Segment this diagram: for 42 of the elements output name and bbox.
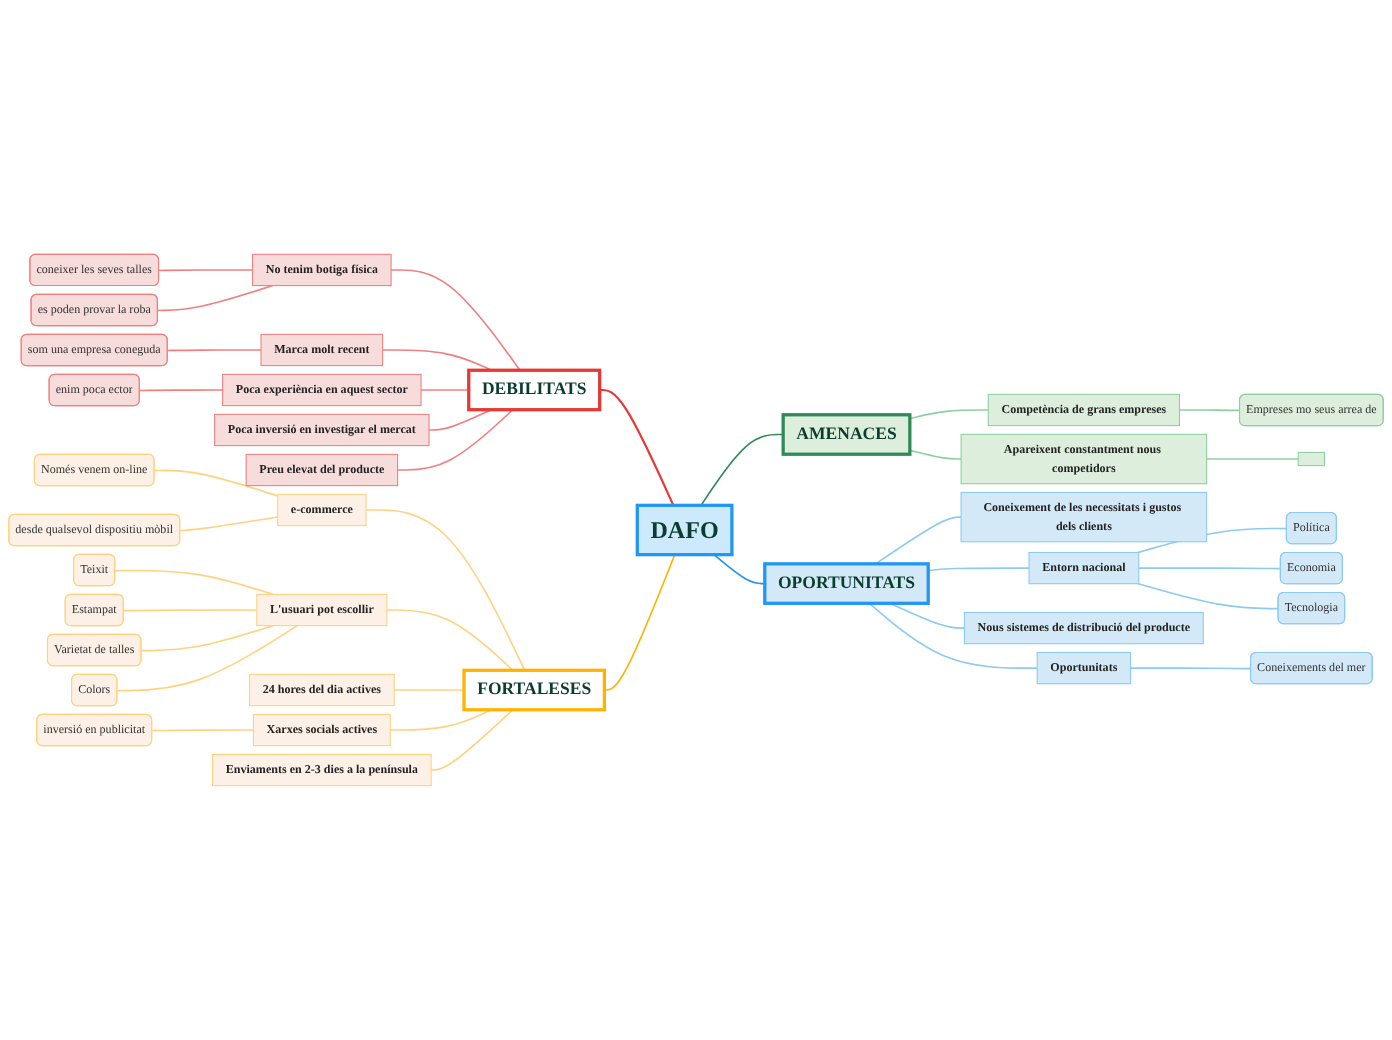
connector: [874, 516, 962, 565]
connector: [1137, 582, 1280, 610]
connector: [909, 409, 990, 420]
connector: [603, 553, 676, 691]
connector: [420, 389, 470, 391]
connector: [151, 729, 255, 732]
connector: [428, 408, 493, 431]
connector: [114, 569, 274, 596]
connector: [1129, 667, 1252, 670]
connector: [153, 469, 279, 497]
connector: [122, 609, 258, 612]
node-box: DAFO: [635, 503, 734, 557]
connector: [889, 602, 966, 629]
connector: [158, 269, 254, 272]
connector: [390, 269, 521, 372]
connector: [713, 553, 766, 585]
connector: [700, 433, 784, 507]
node-box: DEBILITATS: [467, 368, 602, 412]
connector: [599, 388, 675, 506]
connector: [140, 624, 274, 652]
connector: [179, 516, 279, 532]
connector: [365, 509, 526, 672]
connector: [139, 389, 224, 392]
connector: [157, 284, 274, 312]
connector: [1137, 567, 1282, 570]
connector: [393, 689, 465, 691]
connector: [909, 449, 962, 460]
connector: [1205, 458, 1300, 460]
connector: [868, 602, 1039, 669]
node-box: [1297, 451, 1326, 467]
connector: [396, 408, 514, 471]
connector: [386, 609, 514, 672]
connector: [1178, 409, 1241, 412]
node-box: OPORTUNITATS: [763, 562, 930, 605]
connector: [430, 708, 514, 771]
connector: [116, 624, 299, 692]
connector: [381, 349, 493, 372]
connector: [389, 708, 493, 731]
node-box: AMENACES: [781, 413, 912, 456]
connector: [167, 349, 262, 352]
connector: [927, 567, 1030, 572]
node-box: FORTALESES: [462, 668, 607, 712]
